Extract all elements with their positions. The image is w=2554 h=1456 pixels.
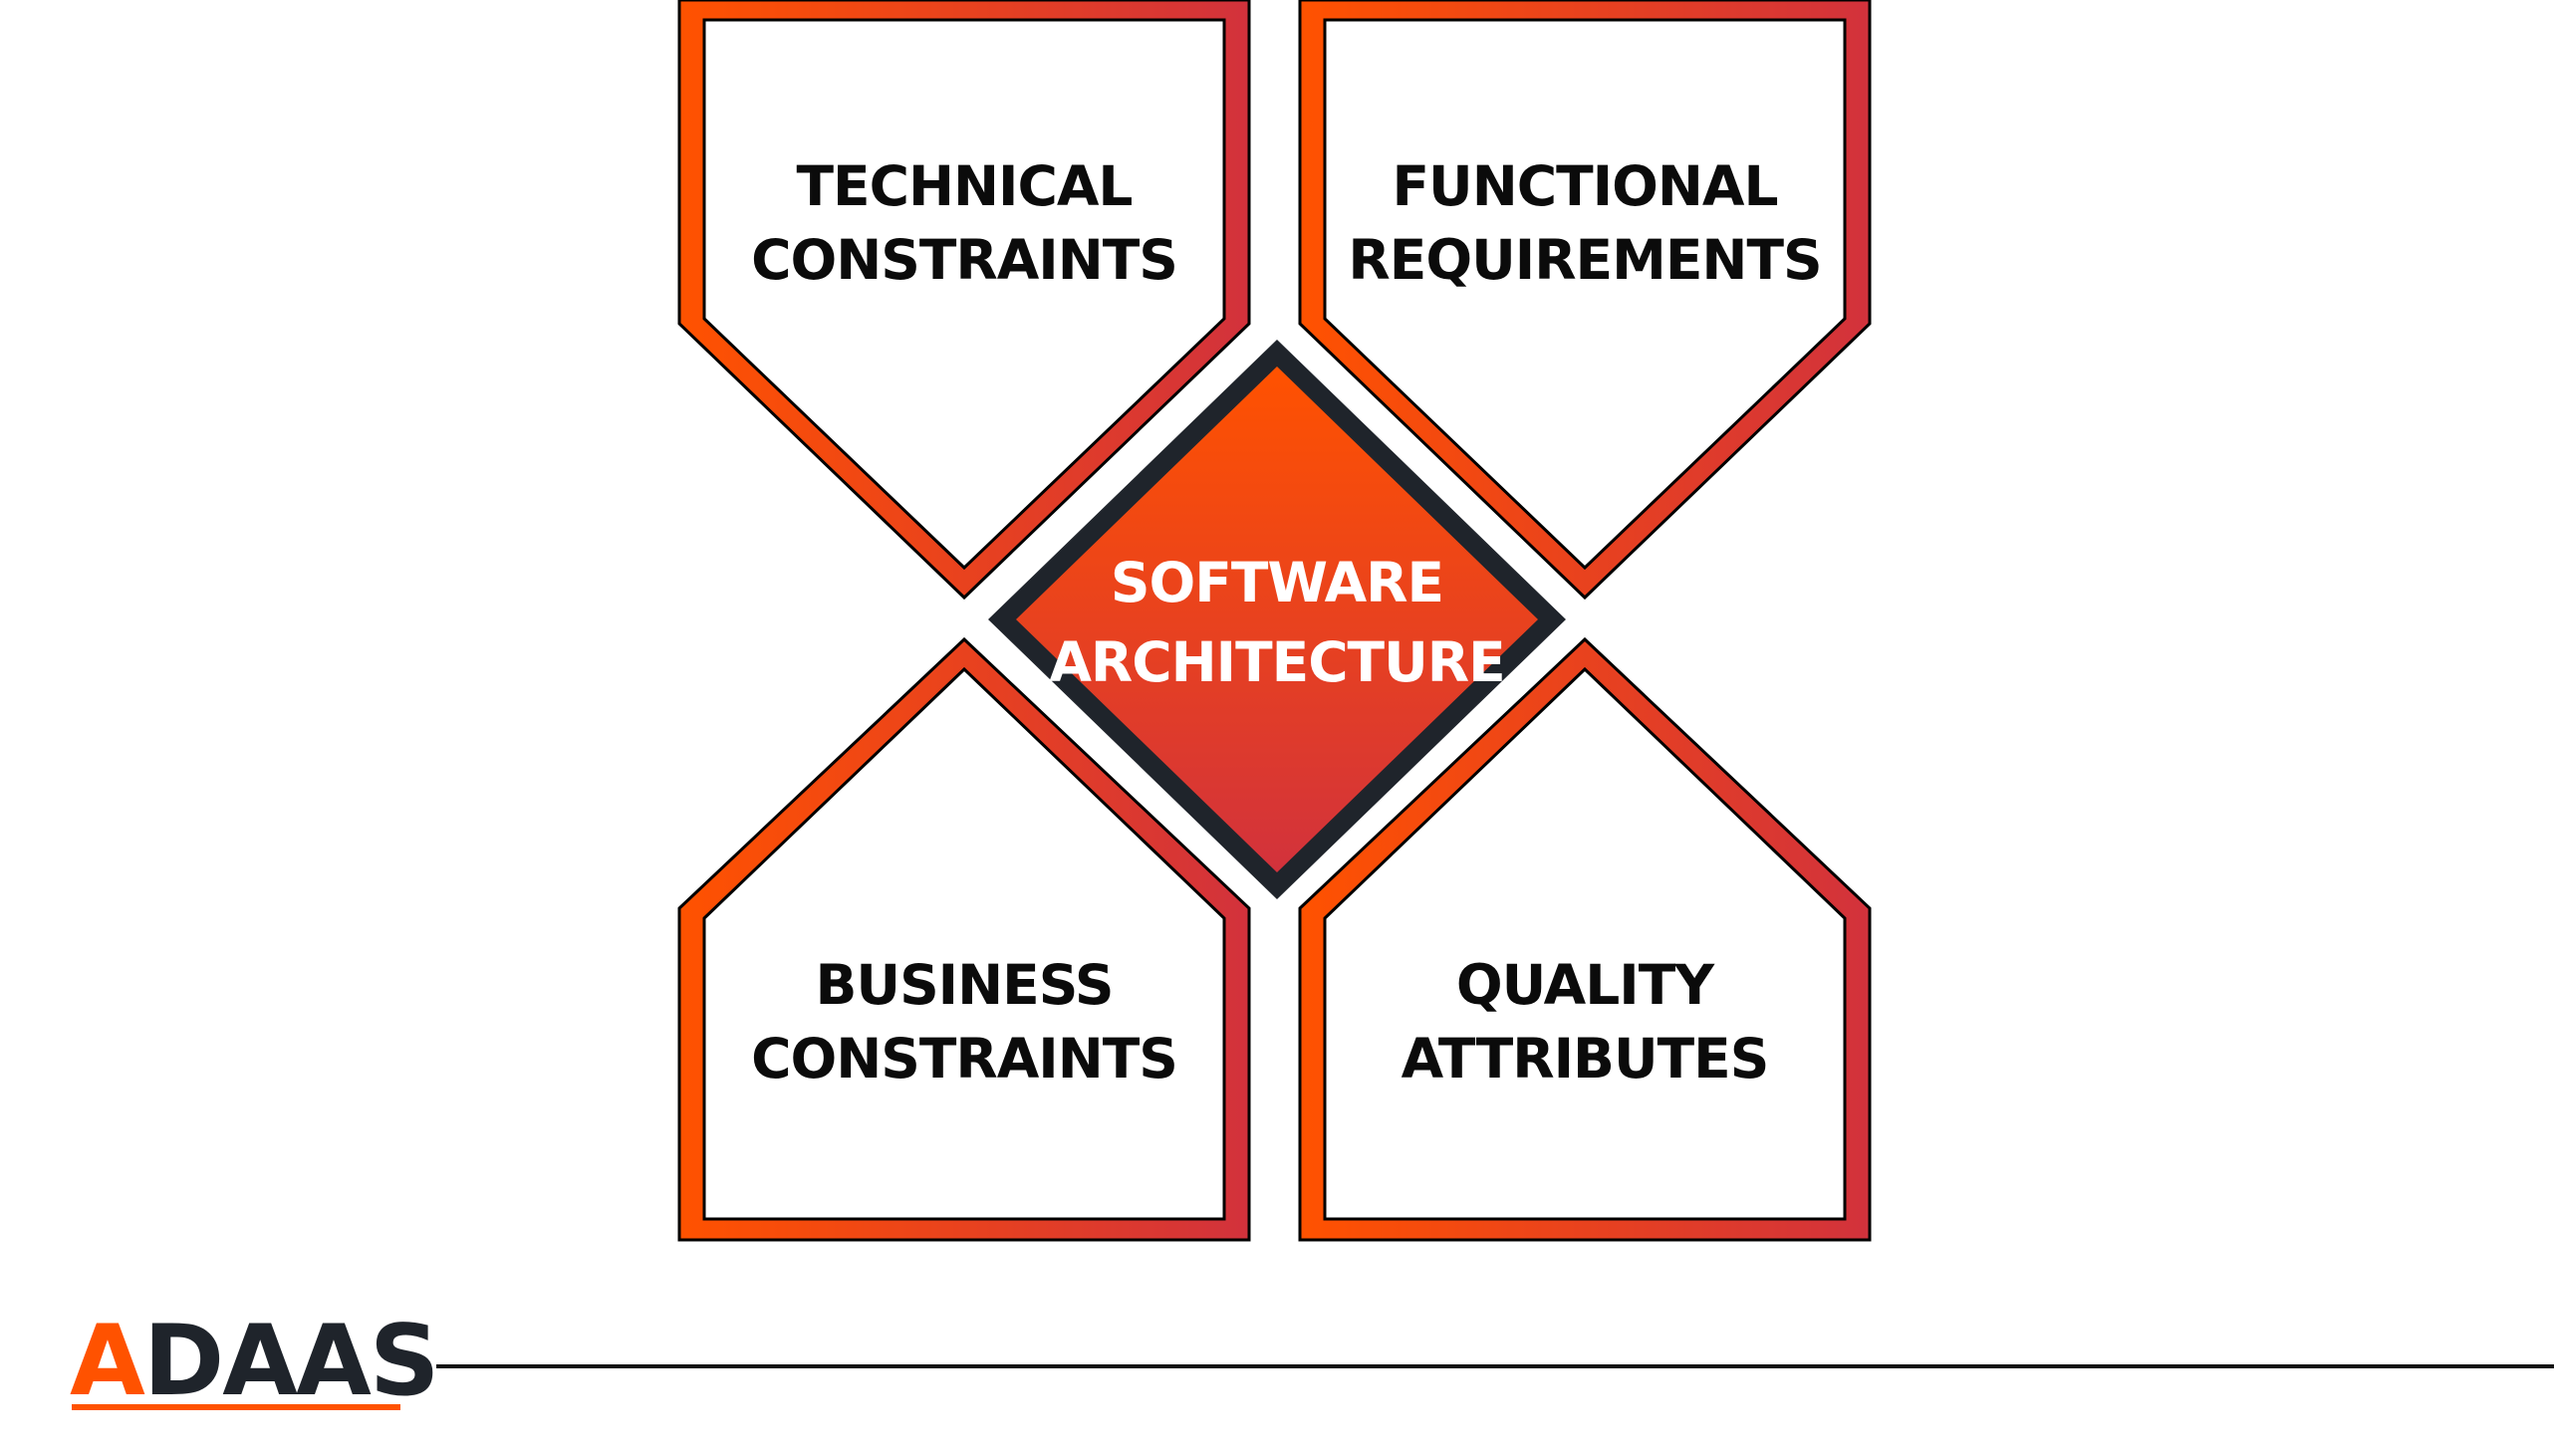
adaas-logo: ADAAS — [70, 1305, 439, 1418]
software-architecture-diamond: SOFTWARE ARCHITECTURE — [988, 340, 1566, 899]
quality-attributes-box: QUALITY ATTRIBUTES — [1298, 636, 1872, 1242]
technical-constraints-line2: CONSTRAINTS — [751, 228, 1177, 292]
business-constraints-box: BUSINESS CONSTRAINTS — [677, 636, 1251, 1242]
quality-attributes-line1: QUALITY — [1456, 953, 1715, 1017]
technical-constraints-line1: TECHNICAL — [797, 154, 1133, 218]
center-label-line1: SOFTWARE — [1111, 551, 1443, 614]
quality-attributes-line2: ATTRIBUTES — [1402, 1027, 1769, 1091]
functional-requirements-box: FUNCTIONAL REQUIREMENTS — [1298, 0, 1872, 601]
logo-rest-letters: DAAS — [143, 1305, 438, 1418]
functional-requirements-line1: FUNCTIONAL — [1392, 154, 1777, 218]
functional-requirements-line2: REQUIREMENTS — [1348, 228, 1821, 292]
center-label-line2: ARCHITECTURE — [1049, 630, 1504, 694]
technical-constraints-box: TECHNICAL CONSTRAINTS — [677, 0, 1251, 601]
logo-first-letter: A — [70, 1305, 145, 1418]
business-constraints-line1: BUSINESS — [815, 953, 1113, 1017]
svg-text:ADAAS: ADAAS — [70, 1305, 437, 1418]
logo-underline — [72, 1404, 400, 1410]
business-constraints-line2: CONSTRAINTS — [751, 1027, 1177, 1091]
